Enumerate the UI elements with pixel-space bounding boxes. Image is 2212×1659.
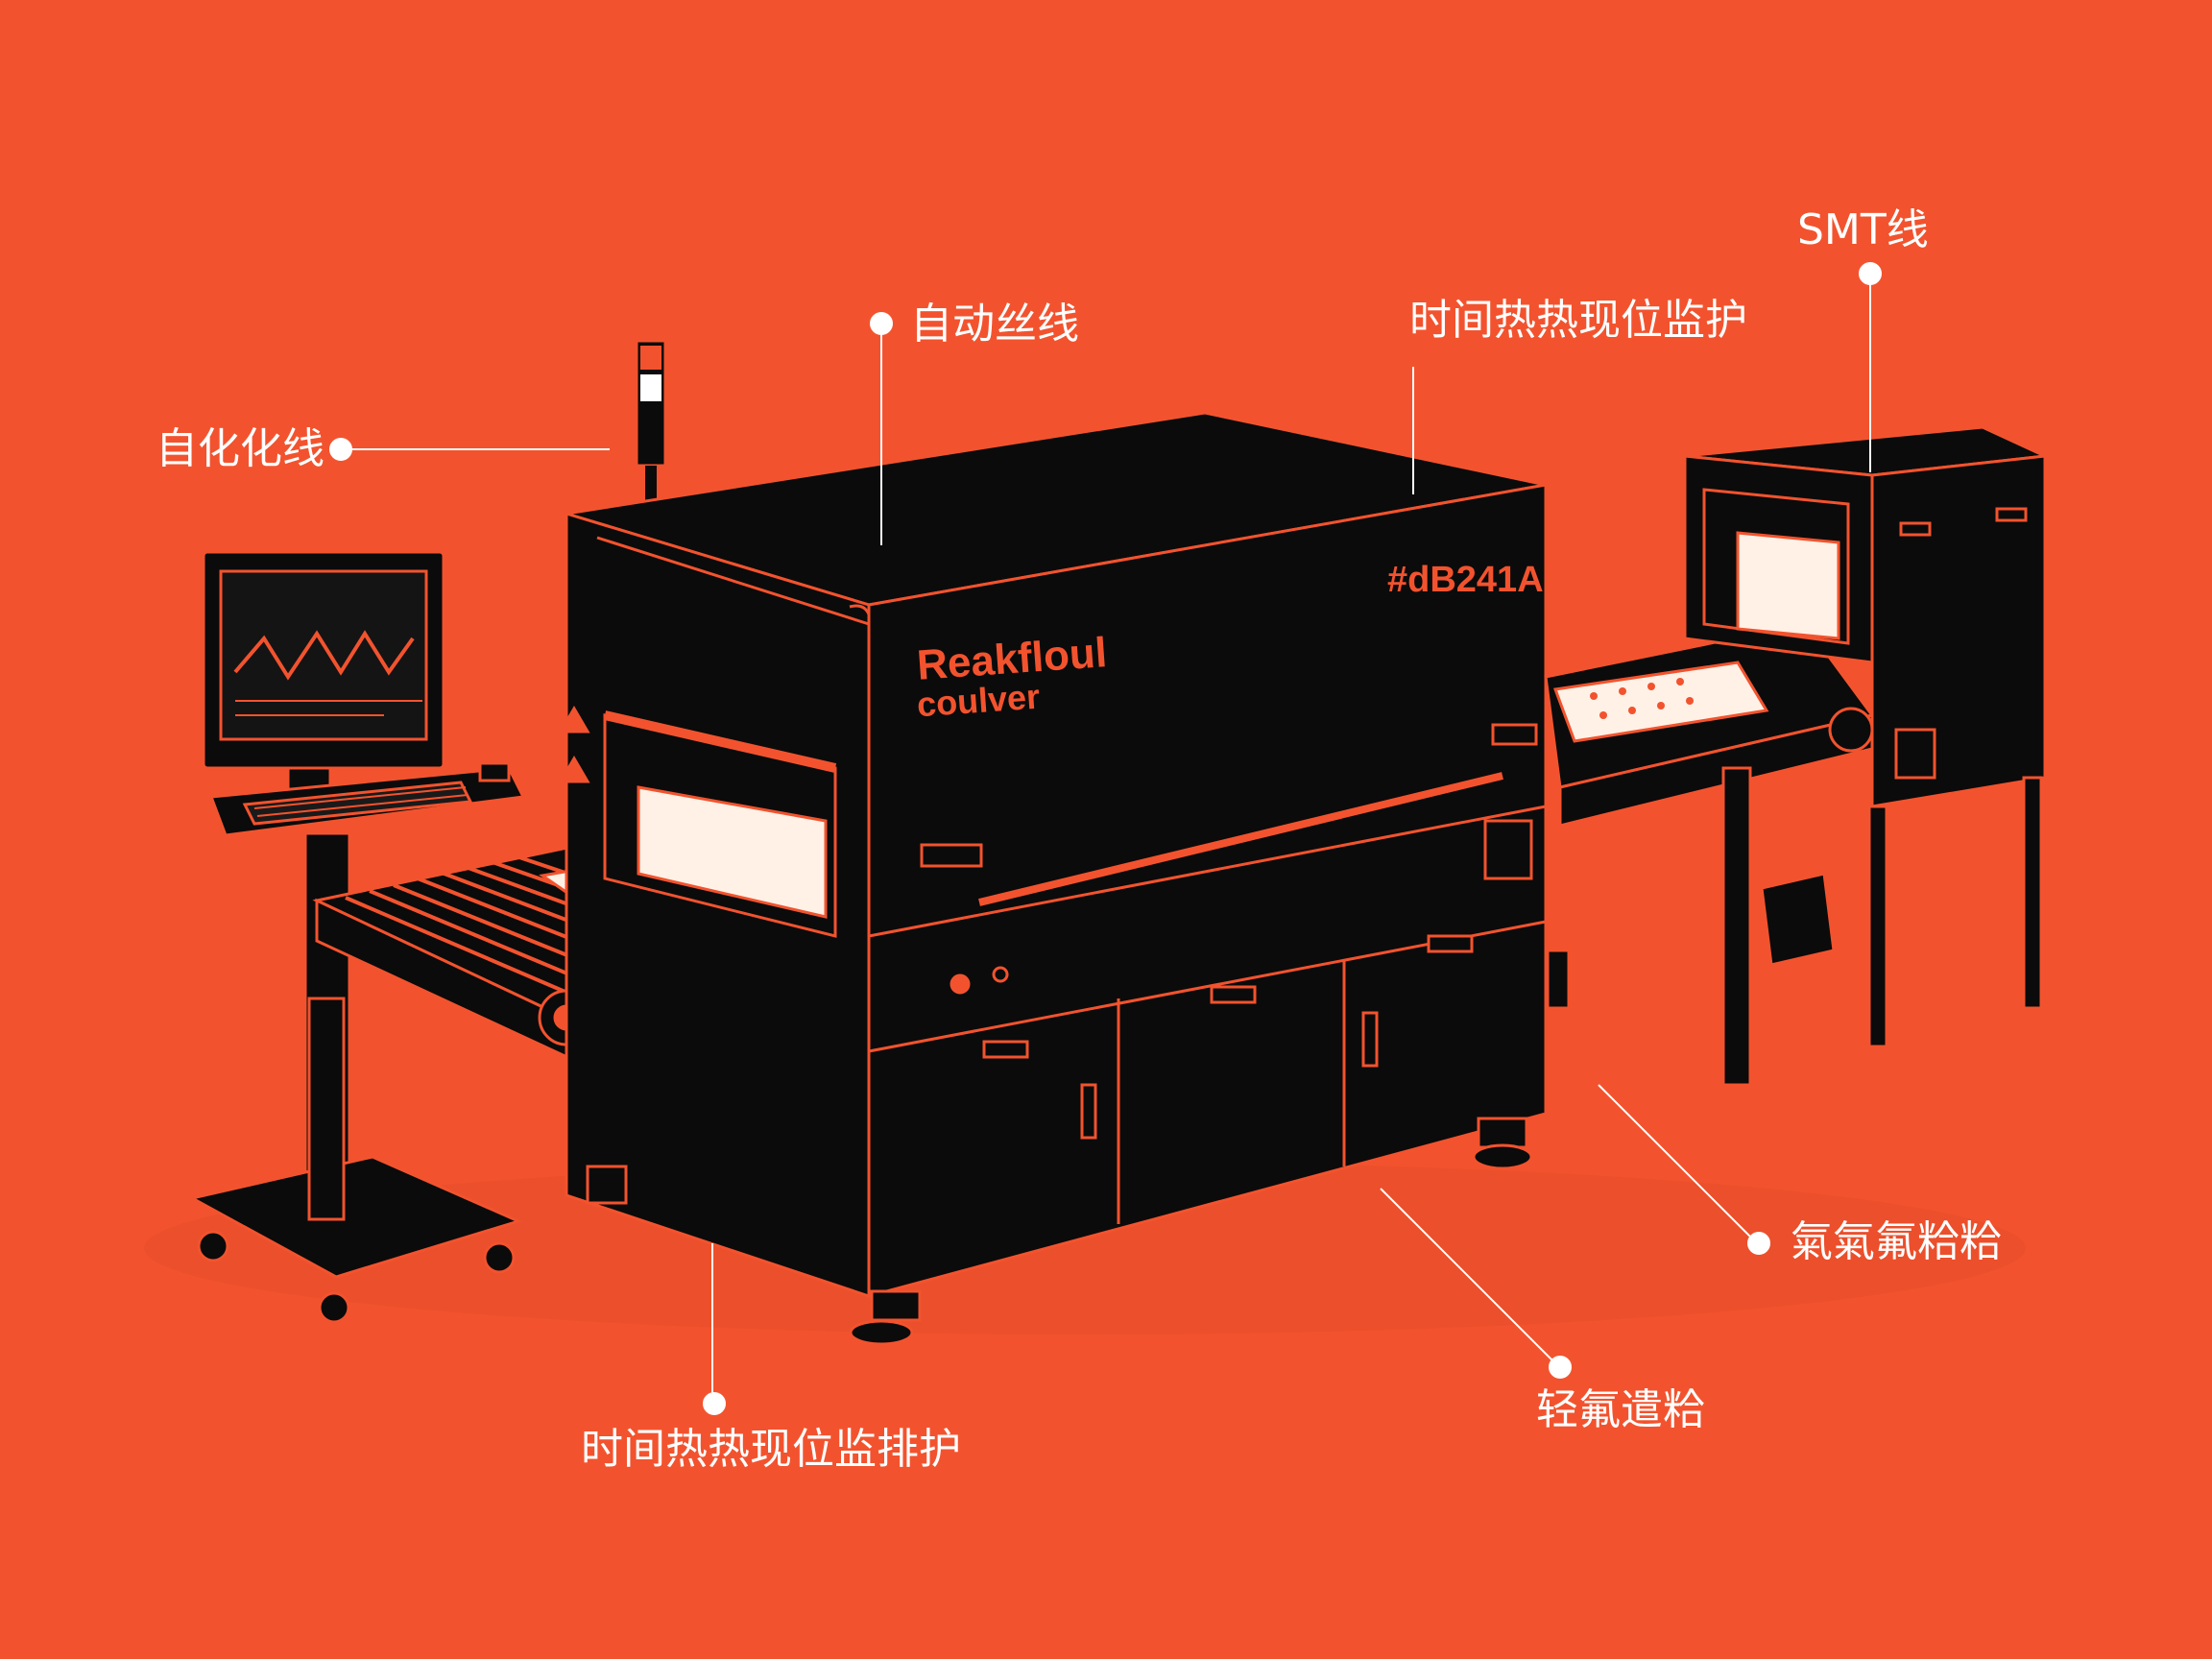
conveyor-leg: [1721, 766, 1752, 1087]
reflow-oven: [558, 411, 1548, 1346]
caster: [197, 1230, 229, 1262]
oven-front: [867, 483, 1548, 1298]
mouse: [478, 761, 511, 782]
callout-dot: [329, 438, 352, 461]
callout-dot: [703, 1392, 726, 1415]
monitor-workstation: [187, 550, 526, 1324]
unit-box: [1760, 872, 1836, 967]
callout-leaders: [329, 262, 1882, 1415]
callout-label-smt-line: SMT线: [1797, 205, 1929, 254]
callout-dot: [1859, 262, 1882, 285]
cabinet-handle: [982, 1040, 1029, 1059]
callout-label-thermal-monitor-top: 时间热热现位监护: [1409, 296, 1747, 345]
signal-tower: [635, 339, 667, 518]
callout-dot: [870, 312, 893, 335]
control-panel: [1483, 819, 1533, 880]
front-slot: [978, 772, 1503, 906]
callout-label-auto-wire: 自动丝线: [910, 300, 1079, 349]
callout-label-light-nitrogen: 轻氟遣粭: [1536, 1385, 1705, 1434]
brand-name-line2: coulver: [915, 676, 1042, 725]
smt-inspection-unit: [1683, 425, 2051, 1048]
tunnel-glow: [637, 785, 828, 919]
callout-dot: [1747, 1232, 1770, 1255]
conveyor-leg: [307, 997, 346, 1221]
callout-label-thermal-monitor-bottom: 时间热热现位监排护: [581, 1425, 961, 1474]
callout-label-nitrogen: 氣氣氟粭粭: [1791, 1217, 2002, 1266]
unit-leg: [1867, 805, 1888, 1048]
callout-label-automation-line: 自化化线: [156, 424, 325, 473]
front-handle: [920, 843, 983, 868]
brand-code: #dB241A: [1387, 560, 1544, 600]
exit-conveyor: [1544, 622, 1875, 1087]
callout-dot: [1549, 1356, 1572, 1379]
